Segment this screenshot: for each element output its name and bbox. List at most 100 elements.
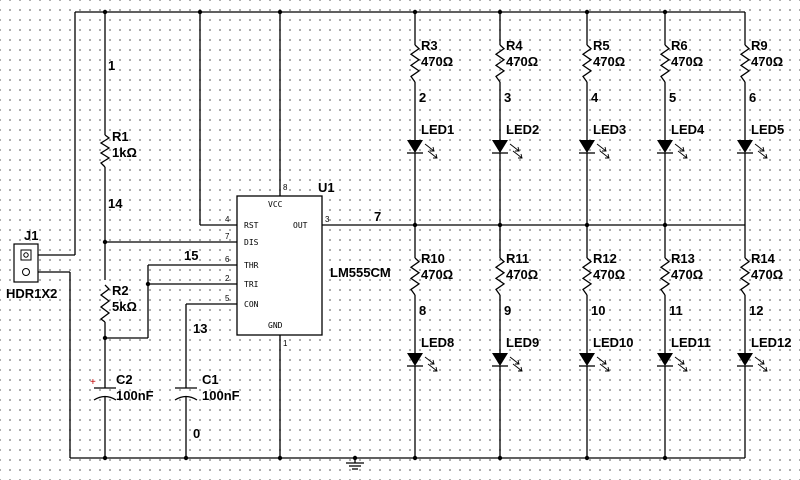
resistor-value: 470Ω	[671, 54, 703, 69]
resistor-ref: R11	[506, 251, 529, 266]
led-label: LED9	[506, 335, 539, 350]
led-label: LED3	[593, 122, 626, 137]
pin-name: TRI	[244, 280, 259, 289]
led-light-arrows	[509, 143, 523, 159]
resistor-symbol	[739, 257, 751, 296]
led-symbol	[407, 140, 423, 153]
net-label: 6	[749, 90, 756, 105]
led-light-arrows	[424, 356, 438, 372]
net-label: 7	[374, 209, 381, 224]
capacitor-ref: C1	[202, 372, 219, 387]
resistor-ref: R3	[421, 38, 438, 53]
chip-u1: U1 LM555CM 4 RST 7 DIS 6 THR 2 TRI 5 CON…	[225, 180, 391, 348]
resistor-value: 5kΩ	[112, 299, 137, 314]
chip-ref: U1	[318, 180, 335, 195]
resistor-symbol	[739, 44, 751, 83]
pin-name: CON	[244, 300, 259, 309]
resistor-ref: R5	[593, 38, 610, 53]
led-symbol	[492, 140, 508, 153]
led-symbol	[737, 140, 753, 153]
pin-number: 2	[225, 274, 230, 283]
header-ref: J1	[24, 228, 38, 243]
led-label: LED1	[421, 122, 454, 137]
resistor-value: 470Ω	[506, 54, 538, 69]
pin-name: DIS	[244, 238, 259, 247]
net-labels: 1 14 15 13 0 7	[108, 58, 381, 441]
led-symbol	[579, 140, 595, 153]
pin-number: 7	[225, 232, 230, 241]
chip-model: LM555CM	[330, 265, 391, 280]
net-label: 8	[419, 303, 426, 318]
net-label: 1	[108, 58, 115, 73]
led-columns: R3470Ω2LED1R10470Ω8LED8R4470Ω3LED2R11470…	[407, 12, 791, 458]
resistor-ref: R1	[112, 129, 129, 144]
led-light-arrows	[509, 356, 523, 372]
led-label: LED11	[671, 335, 711, 350]
pin-name: THR	[244, 261, 259, 270]
resistor-ref: R6	[671, 38, 688, 53]
net-label: 3	[504, 90, 511, 105]
led-label: LED10	[593, 335, 633, 350]
pin-number: 4	[225, 215, 230, 224]
pin-number: 3	[325, 215, 330, 224]
resistor-ref: R4	[506, 38, 523, 53]
net-label: 15	[184, 248, 198, 263]
led-symbol	[407, 353, 423, 366]
capacitor-ref: C2	[116, 372, 133, 387]
led-light-arrows	[754, 356, 768, 372]
pin-number: 8	[283, 183, 288, 192]
led-symbol	[737, 353, 753, 366]
resistor-ref: R9	[751, 38, 768, 53]
led-label: LED8	[421, 335, 454, 350]
pin-name: GND	[268, 321, 283, 330]
resistor-symbol	[409, 44, 421, 83]
resistor-value: 470Ω	[751, 267, 783, 282]
led-light-arrows	[754, 143, 768, 159]
led-label: LED5	[751, 122, 784, 137]
svg-text:+: +	[90, 377, 96, 388]
net-label: 13	[193, 321, 207, 336]
led-light-arrows	[596, 143, 610, 159]
capacitor-value: 100nF	[202, 388, 240, 403]
net-label: 10	[591, 303, 605, 318]
header-j1: J1 HDR1X2	[6, 228, 57, 301]
pin-number: 6	[225, 255, 230, 264]
capacitor-c2: + C2 100nF	[90, 372, 154, 403]
pin-number: 5	[225, 294, 230, 303]
led-symbol	[657, 353, 673, 366]
net-label: 14	[108, 196, 123, 211]
led-light-arrows	[596, 356, 610, 372]
resistor-ref: R12	[593, 251, 617, 266]
led-label: LED12	[751, 335, 791, 350]
pin-number: 1	[283, 339, 288, 348]
led-symbol	[492, 353, 508, 366]
net-label: 0	[193, 426, 200, 441]
net-label: 12	[749, 303, 763, 318]
resistor-value: 470Ω	[506, 267, 538, 282]
led-symbol	[657, 140, 673, 153]
capacitor-c1: C1 100nF	[174, 372, 240, 403]
resistor-ref: R13	[671, 251, 695, 266]
resistor-symbol	[659, 44, 671, 83]
led-label: LED4	[671, 122, 705, 137]
resistor-value: 470Ω	[421, 54, 453, 69]
resistor-value: 470Ω	[671, 267, 703, 282]
header-model: HDR1X2	[6, 286, 57, 301]
led-light-arrows	[674, 356, 688, 372]
resistor-symbol	[581, 257, 593, 296]
led-label: LED2	[506, 122, 539, 137]
net-label: 5	[669, 90, 676, 105]
net-label: 9	[504, 303, 511, 318]
resistor-value: 470Ω	[593, 54, 625, 69]
